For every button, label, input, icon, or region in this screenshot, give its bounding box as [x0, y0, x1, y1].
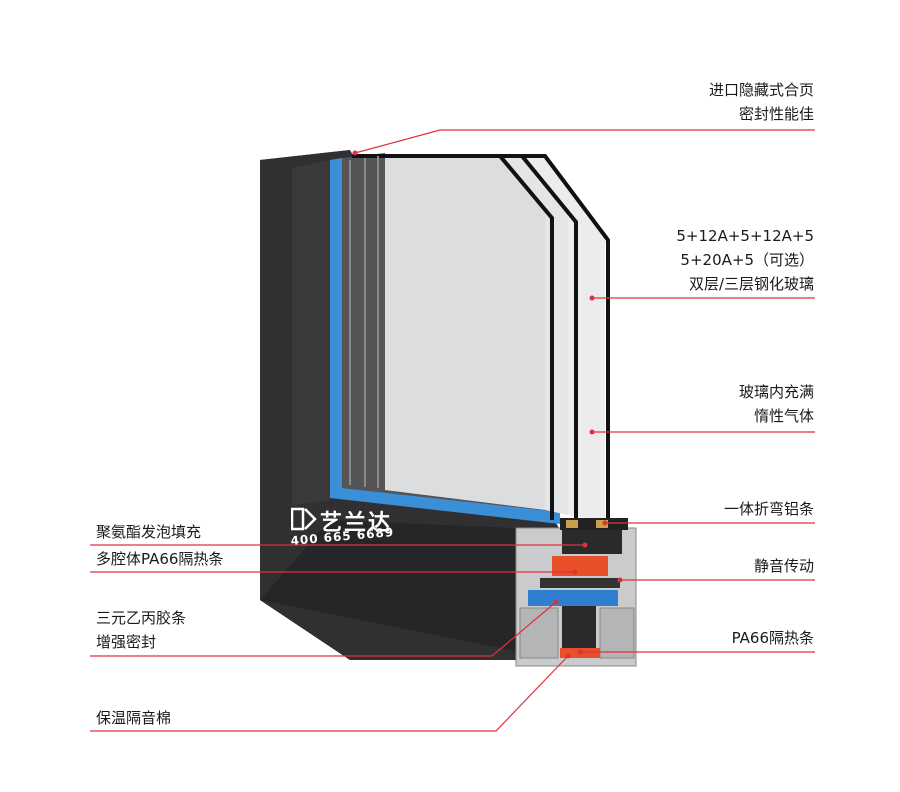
- spacer-gold-2: [596, 520, 608, 528]
- glass-pane-back: [522, 158, 605, 520]
- cotton-fill: [562, 606, 596, 650]
- brand-name: 艺兰达: [320, 511, 393, 536]
- label-foam: 聚氨酯发泡填充: [96, 523, 202, 541]
- aluminium-cavity-right: [599, 607, 635, 659]
- leader-cotton: [90, 655, 569, 732]
- label-gas: 玻璃内充满 惰性气体: [738, 383, 814, 425]
- label-hinge: 进口隐藏式合页 密封性能佳: [708, 81, 814, 123]
- foam-fill-top: [562, 530, 622, 554]
- label-epdm: 三元乙丙胶条 增强密封: [96, 609, 187, 651]
- insulation-blue-strip: [528, 590, 618, 606]
- leader-epdm: [90, 601, 557, 657]
- glass-edge-3: [372, 154, 610, 525]
- frame-bottom: [260, 520, 560, 660]
- aluminium-cavity-left: [519, 607, 559, 659]
- label-cavity: 多腔体PA66隔热条: [96, 550, 224, 568]
- label-aluminum-strip: 一体折弯铝条: [723, 500, 814, 518]
- thermal-break-upper: [552, 556, 608, 576]
- cavity-dark: [540, 578, 620, 588]
- frame-inner-side: [292, 160, 330, 505]
- label-glass: 5+12A+5+12A+5 5+20A+5（可选） 双层/三层钢化玻璃: [676, 227, 814, 293]
- sash-inner: [342, 153, 560, 512]
- label-cotton: 保温隔音棉: [96, 709, 172, 727]
- dk-logo-icon: [291, 507, 317, 531]
- glass-pane-front: [385, 157, 545, 510]
- leader-hinge: [354, 129, 815, 154]
- spacer-gold-1: [566, 520, 578, 528]
- label-pa66-right: PA66隔热条: [731, 629, 814, 647]
- label-silent: 静音传动: [753, 557, 814, 575]
